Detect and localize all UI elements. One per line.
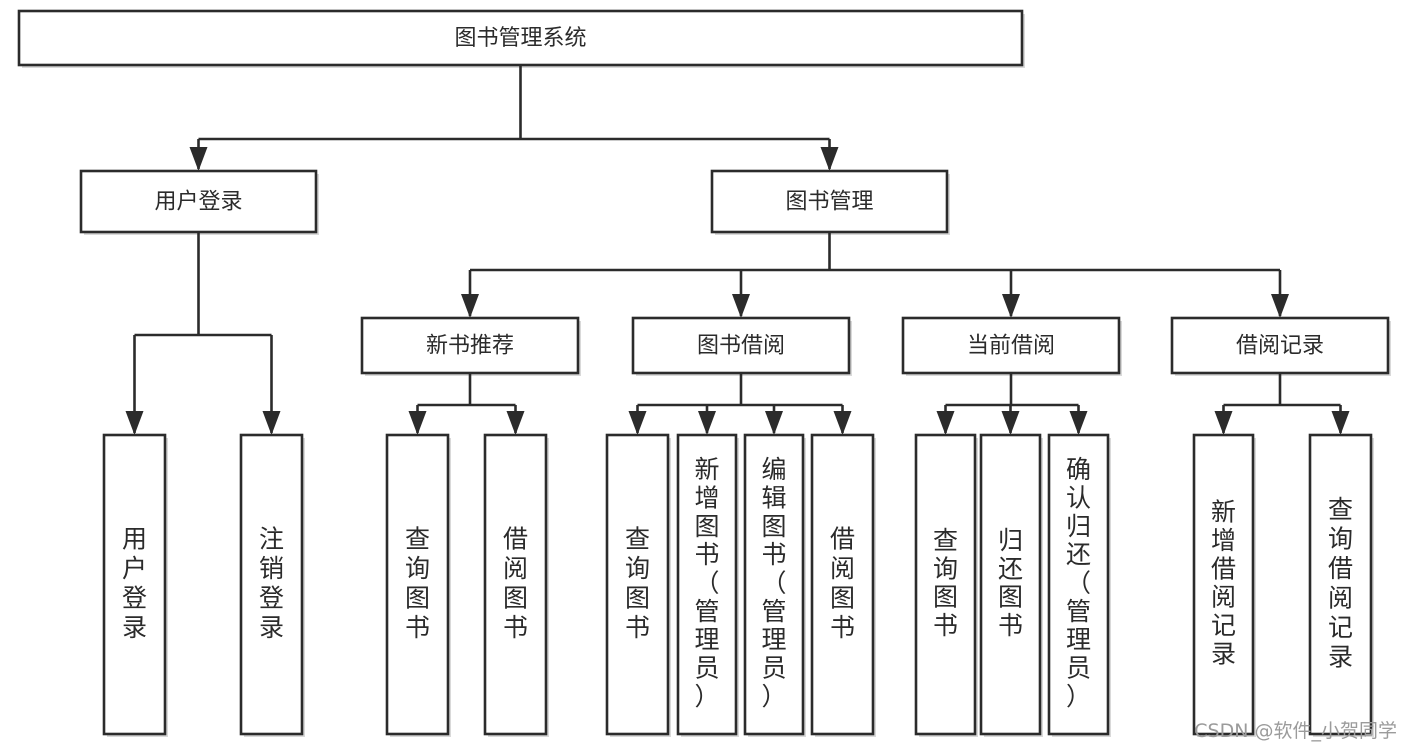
node-box-new-book-rec[interactable] bbox=[360, 316, 580, 375]
node-label-root: 图书管理系统 bbox=[454, 26, 586, 51]
node-label-leaf-query-book-3: 查询图书 bbox=[933, 526, 958, 640]
node-label-leaf-borrow-book-2: 借阅图书 bbox=[830, 524, 855, 642]
node-label-new-book-rec: 新书推荐 bbox=[426, 334, 514, 359]
watermark-text: CSDN @软件_小贺同学 bbox=[1194, 720, 1397, 742]
node-label-leaf-add-record: 新增借阅记录 bbox=[1211, 498, 1236, 669]
node-box-leaf-add-book[interactable] bbox=[676, 433, 738, 736]
node-label-book-manage: 图书管理 bbox=[785, 190, 873, 215]
node-box-book-borrow[interactable] bbox=[631, 316, 851, 375]
node-box-leaf-query-record[interactable] bbox=[1308, 433, 1373, 736]
node-label-leaf-query-book-1: 查询图书 bbox=[405, 524, 430, 642]
node-box-leaf-query-book-2[interactable] bbox=[605, 433, 670, 736]
node-label-borrow-record: 借阅记录 bbox=[1236, 334, 1324, 359]
node-label-leaf-return-book: 归还图书 bbox=[998, 526, 1023, 640]
node-box-leaf-return-book[interactable] bbox=[979, 433, 1042, 736]
node-box-leaf-edit-book[interactable] bbox=[743, 433, 805, 736]
node-label-book-borrow: 图书借阅 bbox=[697, 334, 785, 359]
node-label-leaf-confirm-return: 确认归还（管理员） bbox=[1066, 455, 1091, 711]
node-box-leaf-borrow-book-2[interactable] bbox=[810, 433, 875, 736]
node-label-leaf-edit-book: 编辑图书（管理员） bbox=[761, 455, 786, 711]
node-label-user-login: 用户登录 bbox=[154, 190, 242, 215]
node-box-leaf-borrow-book-1[interactable] bbox=[483, 433, 548, 736]
node-label-current-borrow: 当前借阅 bbox=[967, 334, 1055, 359]
node-label-leaf-query-book-2: 查询图书 bbox=[625, 524, 650, 642]
node-box-current-borrow[interactable] bbox=[901, 316, 1121, 375]
node-box-leaf-confirm-return[interactable] bbox=[1047, 433, 1110, 736]
node-label-leaf-borrow-book-1: 借阅图书 bbox=[503, 524, 528, 642]
node-box-leaf-logout[interactable] bbox=[239, 433, 304, 736]
node-box-leaf-add-record[interactable] bbox=[1192, 433, 1255, 736]
node-box-leaf-query-book-1[interactable] bbox=[385, 433, 450, 736]
node-box-root[interactable] bbox=[17, 9, 1024, 67]
node-label-leaf-add-book: 新增图书（管理员） bbox=[694, 455, 719, 711]
node-label-leaf-query-record: 查询借阅记录 bbox=[1328, 495, 1353, 672]
node-label-leaf-logout: 注销登录 bbox=[259, 524, 284, 642]
node-box-borrow-record[interactable] bbox=[1170, 316, 1390, 375]
node-box-book-manage[interactable] bbox=[710, 169, 949, 234]
node-label-leaf-user-login: 用户登录 bbox=[122, 524, 147, 642]
node-box-leaf-query-book-3[interactable] bbox=[914, 433, 977, 736]
node-box-user-login[interactable] bbox=[79, 169, 318, 234]
node-box-leaf-user-login[interactable] bbox=[102, 433, 167, 736]
